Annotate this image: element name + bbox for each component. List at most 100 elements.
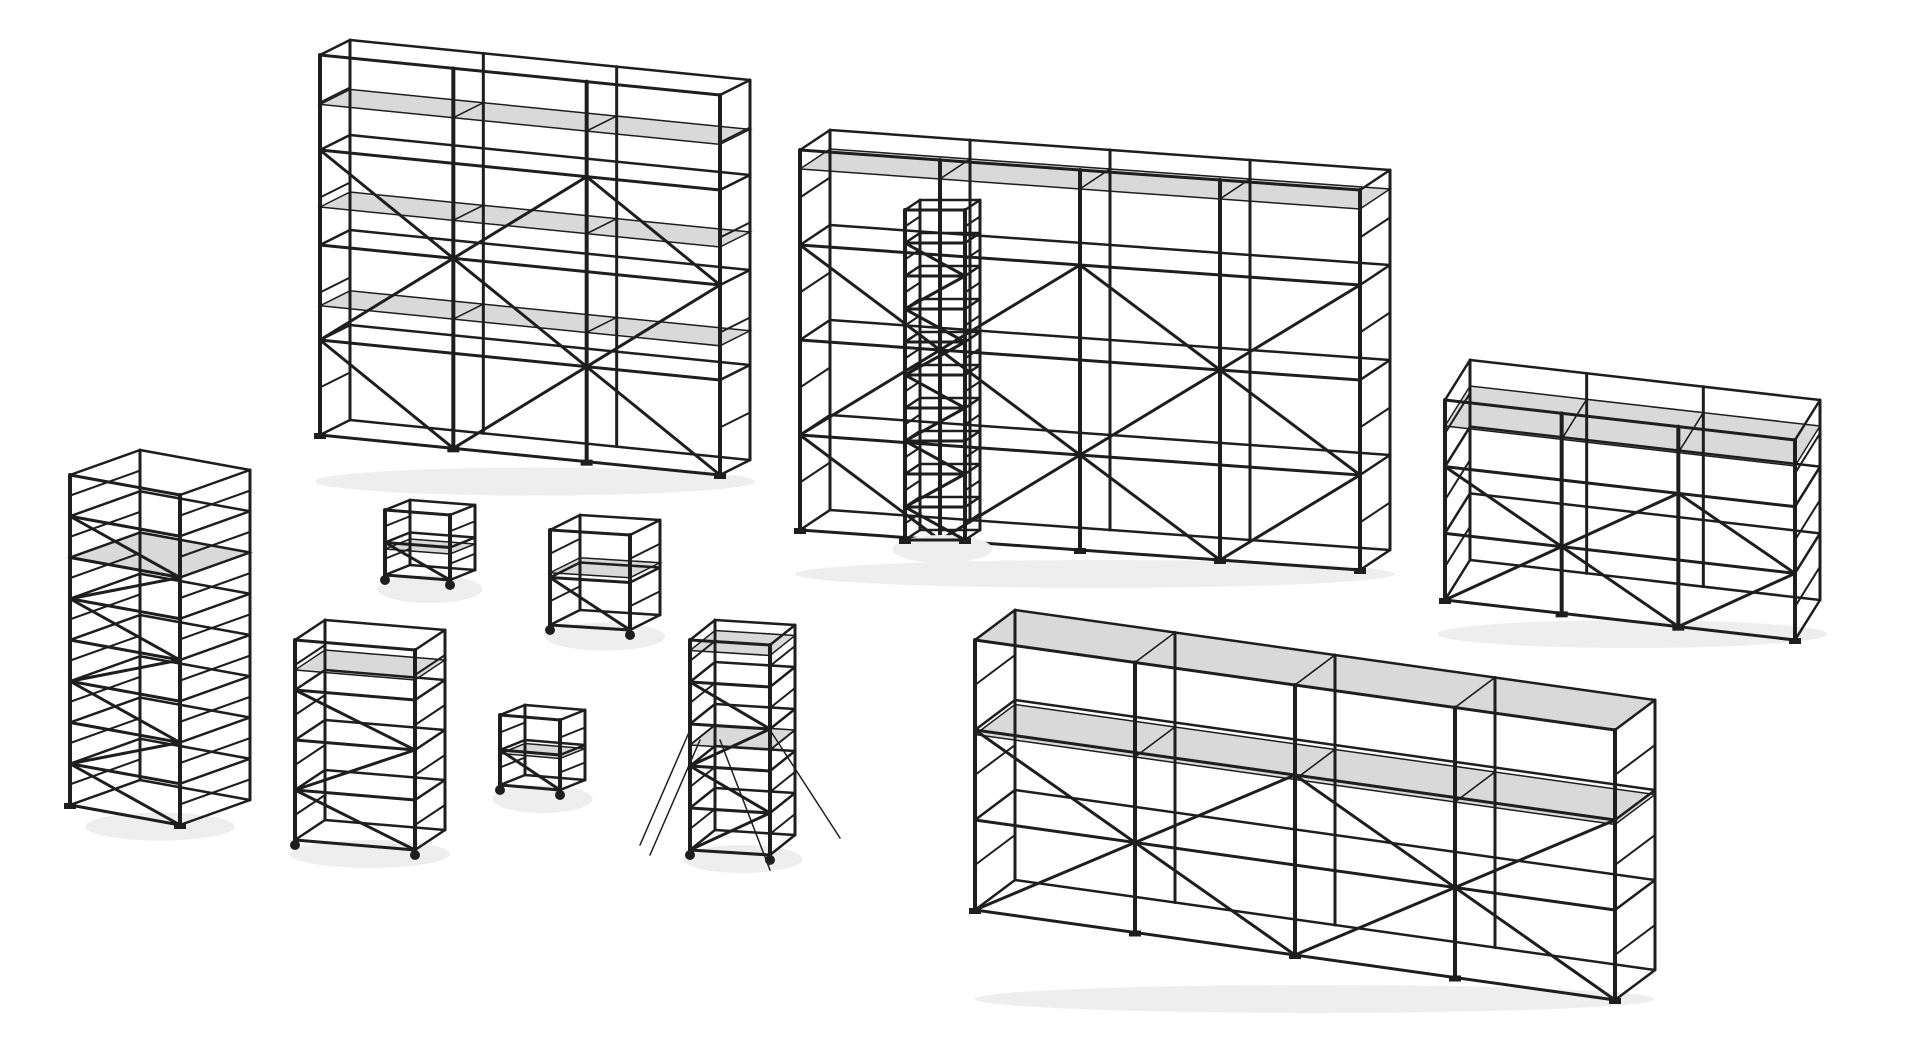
shadow bbox=[492, 785, 593, 813]
outriggers bbox=[639, 729, 841, 871]
scaffold-large-top-left bbox=[314, 38, 755, 496]
diagonal-brace bbox=[451, 256, 589, 369]
ladder-rung bbox=[964, 380, 981, 393]
ledger bbox=[768, 623, 797, 647]
ladder-rung bbox=[1359, 311, 1391, 334]
ladder-rung bbox=[1444, 559, 1471, 601]
rail bbox=[1443, 598, 1797, 642]
rail bbox=[68, 556, 182, 579]
ladder-rung bbox=[629, 614, 661, 631]
diagonal-brace bbox=[548, 576, 632, 632]
outrigger bbox=[639, 729, 691, 846]
diagonal-brace bbox=[293, 688, 417, 752]
ledger bbox=[973, 608, 1017, 642]
platform-deck bbox=[937, 158, 1113, 190]
rail bbox=[138, 572, 252, 595]
ladder-rung bbox=[69, 469, 141, 497]
platform-deck bbox=[317, 290, 486, 320]
ledger bbox=[1793, 398, 1822, 442]
ladder-rung bbox=[1614, 924, 1656, 956]
diagonal-brace bbox=[68, 679, 182, 744]
rail bbox=[348, 133, 752, 177]
rail bbox=[973, 638, 1617, 732]
diagonal-brace bbox=[1453, 886, 1617, 1002]
ladder-rung bbox=[1359, 406, 1391, 429]
ledger bbox=[448, 503, 477, 517]
ladder-rung bbox=[769, 687, 796, 709]
ladder-rung bbox=[69, 737, 141, 765]
ladder-rung bbox=[974, 789, 1016, 821]
rail bbox=[523, 703, 587, 712]
rail bbox=[828, 413, 1392, 457]
ladder-rung bbox=[499, 739, 526, 751]
rail bbox=[348, 418, 752, 462]
ladder-rung bbox=[414, 654, 446, 676]
caster-wheel bbox=[685, 850, 695, 860]
ladder-rung bbox=[769, 645, 796, 667]
ladder-rung bbox=[549, 537, 581, 555]
ladder-rung bbox=[449, 552, 476, 565]
ladder-rung bbox=[319, 86, 351, 104]
ladder-rung bbox=[559, 744, 586, 756]
ladder-rung bbox=[904, 397, 921, 409]
rail bbox=[688, 806, 772, 815]
ladder-rung bbox=[384, 564, 411, 576]
ladder-rung bbox=[179, 530, 251, 558]
shadow bbox=[290, 840, 450, 868]
caster-wheel bbox=[545, 625, 555, 635]
ladder-rung bbox=[904, 347, 921, 360]
ladder-rung bbox=[629, 566, 661, 584]
diagonal-brace bbox=[1078, 453, 1222, 562]
diagonal-brace bbox=[293, 748, 417, 792]
ladder-rung bbox=[449, 569, 476, 581]
ladder-rung bbox=[1359, 454, 1391, 476]
diagonal-brace bbox=[1218, 283, 1362, 372]
ladder-rung bbox=[179, 716, 251, 744]
mobile-trolley-small-1 bbox=[377, 498, 483, 603]
ladder-rung bbox=[69, 490, 141, 518]
ladder-rung bbox=[964, 215, 981, 228]
ladder-rung bbox=[689, 724, 716, 746]
ladder-rung bbox=[1614, 879, 1656, 911]
ladder-rung bbox=[414, 679, 446, 701]
rail bbox=[688, 722, 772, 731]
ladder-rung bbox=[964, 496, 981, 508]
mobile-tower-medium bbox=[290, 618, 450, 868]
rail bbox=[138, 778, 252, 802]
rail bbox=[578, 513, 662, 522]
rail bbox=[293, 738, 417, 752]
ladder-rung bbox=[1444, 525, 1471, 568]
rail bbox=[498, 783, 562, 792]
ladder-rung bbox=[179, 551, 251, 579]
diagonal-brace bbox=[68, 576, 182, 601]
ladder-rung bbox=[179, 799, 251, 826]
ladder-rung bbox=[294, 819, 326, 841]
ladder-rung bbox=[414, 754, 446, 776]
caster-wheel bbox=[625, 630, 635, 640]
diagonal-brace bbox=[903, 472, 967, 509]
diagonal-brace bbox=[1218, 473, 1362, 562]
ladder-rung bbox=[549, 561, 581, 579]
rail bbox=[688, 638, 772, 647]
ladder-rung bbox=[1794, 465, 1821, 508]
ladder-rung bbox=[769, 666, 796, 688]
ladder-rung bbox=[799, 319, 831, 341]
ladder-rung bbox=[319, 229, 351, 246]
rail bbox=[1468, 492, 1822, 535]
ladder-rung bbox=[964, 248, 981, 261]
rail bbox=[408, 498, 477, 507]
ladder-rung bbox=[904, 479, 921, 492]
rail bbox=[498, 713, 562, 722]
diagonal-brace bbox=[498, 748, 562, 792]
shadow bbox=[795, 560, 1395, 588]
shadow bbox=[975, 985, 1655, 1013]
rail bbox=[323, 668, 447, 682]
rail bbox=[138, 737, 252, 760]
ladder-rung bbox=[719, 174, 751, 191]
ladder-rung bbox=[689, 682, 716, 704]
rail bbox=[408, 531, 477, 539]
ladder-rung bbox=[689, 661, 716, 683]
ledger bbox=[688, 618, 717, 642]
ladder-rung bbox=[179, 634, 251, 661]
ladder-rung bbox=[719, 459, 751, 476]
